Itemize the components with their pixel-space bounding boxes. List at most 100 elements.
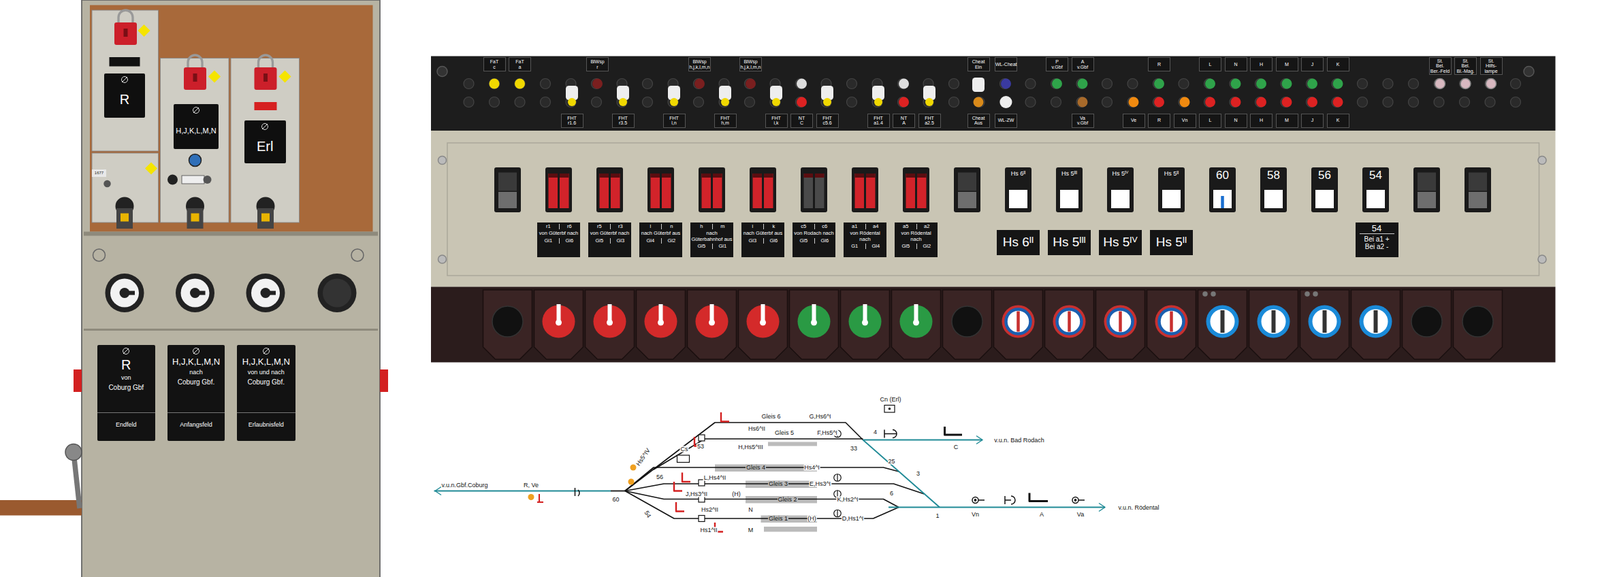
label-text: v.Gbf [1072,120,1094,126]
lamp-label-plate: M [1275,113,1299,128]
switch-body [596,167,623,213]
label-text: H,J,K,L,M,N [242,357,291,367]
lamp-label-plate: L [1198,57,1222,72]
label-text: FHT [817,115,839,121]
lamp-label-plate: FHTl,n [663,113,686,128]
block-field-plate: H,J,K,L,M,NnachCoburg Gbf.Anfangsfeld [167,345,225,442]
switch-body [545,167,572,213]
label-text: Gl6 [814,238,836,244]
label-text: Bel. [1454,63,1477,69]
lamp-socket [846,97,857,108]
lamp-socket [1382,97,1394,108]
divider [83,232,378,237]
label-text: G1 [844,243,866,250]
signal-knob-face [1260,309,1286,335]
block-window: Erl [244,120,287,164]
block-plate [230,58,299,223]
lamp-label-plate: NTC [790,113,813,128]
signal-symbol [834,474,842,483]
lamp-label-plate: L [1198,113,1222,128]
padlock-shackle [187,55,203,70]
label-text: M [1276,61,1298,67]
lamp-socket [1127,78,1138,90]
track-label: A [1038,512,1045,519]
knob-plate [533,290,583,360]
label-text: c5 [793,224,815,230]
signal-name-plate: Hs 5ᴵⱽ [1098,230,1142,256]
label-text: R [1148,117,1170,123]
orange-lamp [1128,97,1139,108]
label-text: Coburg Gbf [108,384,144,392]
label-text: von Rodach nach [793,230,835,237]
screw [92,249,105,262]
knob-pointer [1067,311,1071,333]
lamp-socket [744,97,755,108]
label-text: Ein [968,64,990,70]
screw [1538,156,1547,165]
indicator-dot [1210,291,1216,297]
lamp-label-plate: K [1326,113,1350,128]
yellow-lamp [721,98,730,107]
switch-window [1315,189,1334,209]
yellow-marker [208,70,221,84]
label-text: Gl1 [537,238,559,244]
signal-name-plate: 54Bei a1 +Bei a2 - [1355,222,1399,258]
signal-knob-face [1158,309,1184,335]
speed-switch-label: 58 [1260,169,1287,186]
track-label: v.u.n.Gbf.Coburg [441,482,489,489]
switch-bar [610,173,621,178]
switch-window [1366,189,1385,209]
block-mechanism [116,208,133,229]
track-label: v.u.n. Bad Rodach [993,437,1045,444]
switch-bar [548,173,558,178]
track [610,490,626,493]
blue-indicator [1220,196,1225,209]
key-knob-face [251,279,280,308]
board-symbol [944,426,963,436]
track [625,491,899,508]
switch-face [957,192,977,209]
seal-slash [262,123,268,130]
slot [108,57,140,67]
green-lamp [1205,78,1216,90]
label-text: J [1301,117,1323,123]
lamp-socket [1025,78,1036,90]
speed-switch-label: 54 [1362,169,1389,186]
label-text: r6 [558,224,581,230]
key-knob [317,273,357,313]
switch-body [1464,167,1492,213]
label-text: Bel. [1429,63,1451,69]
signal-name-plate: Hs 5ᴵᴵᴵ [1047,230,1091,256]
label-text: nach Güterbf aus [640,230,682,237]
key-bit [124,291,135,296]
signal-symbol [1004,496,1016,505]
switch-bar [650,173,660,178]
blue-knob [188,154,201,167]
cn-dot [888,407,892,411]
key-switch [718,85,732,101]
lamp-label-plate: BlWsph,j,k,l,m,n [688,57,711,72]
switch-face [1468,172,1487,192]
switch-half [661,173,672,209]
label-text: von [121,375,132,382]
knob-plate [1452,290,1502,360]
label-text: Gl5 [793,238,815,244]
switch-body [1413,167,1440,213]
lamp-label-plate: BlWspr [586,57,609,72]
switch-half [814,173,825,209]
lamp-label-plate: WL-Cheat [994,57,1018,72]
label-text: Endfeld [97,412,156,442]
label-text: a5 [895,224,917,230]
label-text: K [1327,61,1349,67]
signal-switch-label: Hs 5ᴵᴵ [1158,170,1185,184]
label-text: 60 [1209,169,1236,182]
track-label: (H) [806,516,818,523]
lamp-label-plate: Av.Gbf [1071,57,1095,72]
label-text: lampe [1480,68,1502,74]
green-lamp [1077,78,1088,90]
label-text: FaT [509,59,531,64]
switch-body [647,167,675,213]
stop-marker [682,473,691,483]
seal-ring [193,348,200,355]
